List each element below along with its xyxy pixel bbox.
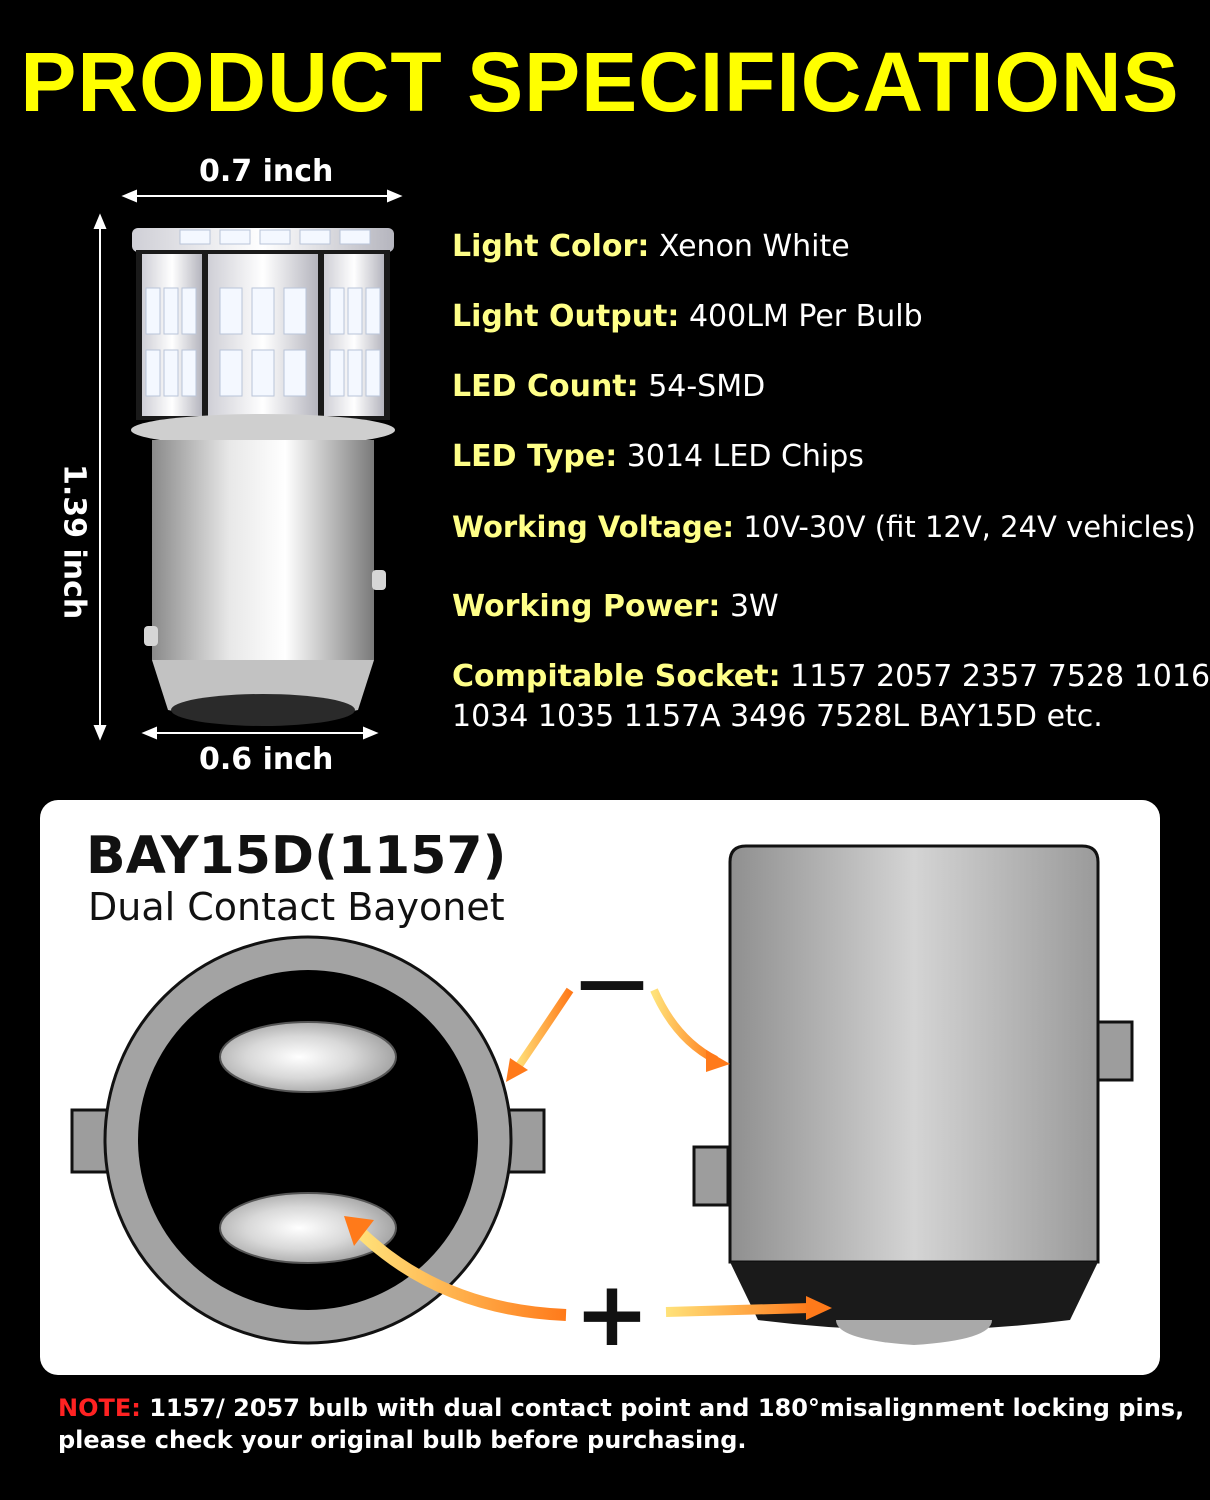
plus-symbol: + — [574, 1262, 649, 1367]
plus-contact — [219, 1192, 397, 1264]
led-head — [131, 228, 395, 446]
plus-arrow-left — [344, 1216, 567, 1321]
diagram-subtitle: Dual Contact Bayonet — [88, 885, 505, 929]
diagram-title: BAY15D(1157) — [86, 826, 507, 886]
note-text: NOTE: 1157/ 2057 bulb with dual contact … — [58, 1392, 1184, 1456]
base-width-label: 0.6 inch — [199, 742, 334, 777]
base-end-view — [70, 935, 546, 1345]
page-title: PRODUCT SPECIFICATIONS — [20, 35, 1180, 129]
spec-value-line2: 1034 1035 1157A 3496 7528L BAY15D etc. — [452, 699, 1103, 734]
minus-arrow-right — [650, 988, 730, 1072]
top-width-arrow — [121, 189, 403, 203]
spec-label: Light Color: — [452, 229, 650, 264]
spec-compatible-socket: Compitable Socket: 1157 2057 2357 7528 1… — [452, 657, 1210, 737]
spec-label: Working Voltage: — [452, 510, 735, 544]
spec-label: Compitable Socket: — [452, 659, 781, 694]
minus-symbol: — — [577, 940, 647, 1022]
spec-label: Working Power: — [452, 589, 721, 624]
spec-value: 10V-30V (fit 12V, 24V vehicles) — [743, 510, 1196, 544]
plus-arrow-right — [665, 1296, 832, 1320]
note-line2: please check your original bulb before p… — [58, 1426, 747, 1454]
spec-value: Xenon White — [658, 229, 850, 264]
note-line1: 1157/ 2057 bulb with dual contact point … — [140, 1394, 1185, 1422]
spec-working-power: Working Power: 3W — [452, 587, 779, 627]
spec-light-output: Light Output: 400LM Per Bulb — [452, 297, 923, 337]
height-label: 1.39 inch — [56, 464, 92, 620]
led-bulb-illustration — [93, 189, 403, 741]
spec-value: 54-SMD — [648, 369, 766, 404]
spec-value: 3014 LED Chips — [626, 439, 864, 474]
minus-arrow-left — [506, 987, 574, 1082]
base-side-view — [692, 844, 1134, 1345]
spec-led-type: LED Type: 3014 LED Chips — [452, 437, 864, 477]
bayonet-base — [144, 440, 386, 726]
spec-value: 400LM Per Bulb — [688, 299, 923, 334]
spec-working-voltage: Working Voltage: 10V-30V (fit 12V, 24V v… — [452, 507, 1196, 547]
spec-led-count: LED Count: 54-SMD — [452, 367, 765, 407]
spec-light-color: Light Color: Xenon White — [452, 227, 850, 267]
height-arrow — [93, 213, 107, 741]
spec-label: LED Count: — [452, 369, 639, 404]
spec-value: 3W — [729, 589, 779, 624]
spec-label: LED Type: — [452, 439, 618, 474]
spec-label: Light Output: — [452, 299, 680, 334]
socket-diagram: — + — [70, 844, 1134, 1367]
spec-value: 1157 2057 2357 7528 1016 — [790, 659, 1210, 694]
note-label: NOTE: — [58, 1394, 141, 1422]
top-width-label: 0.7 inch — [199, 154, 334, 189]
minus-contact — [219, 1021, 397, 1093]
base-width-arrow — [141, 726, 379, 740]
